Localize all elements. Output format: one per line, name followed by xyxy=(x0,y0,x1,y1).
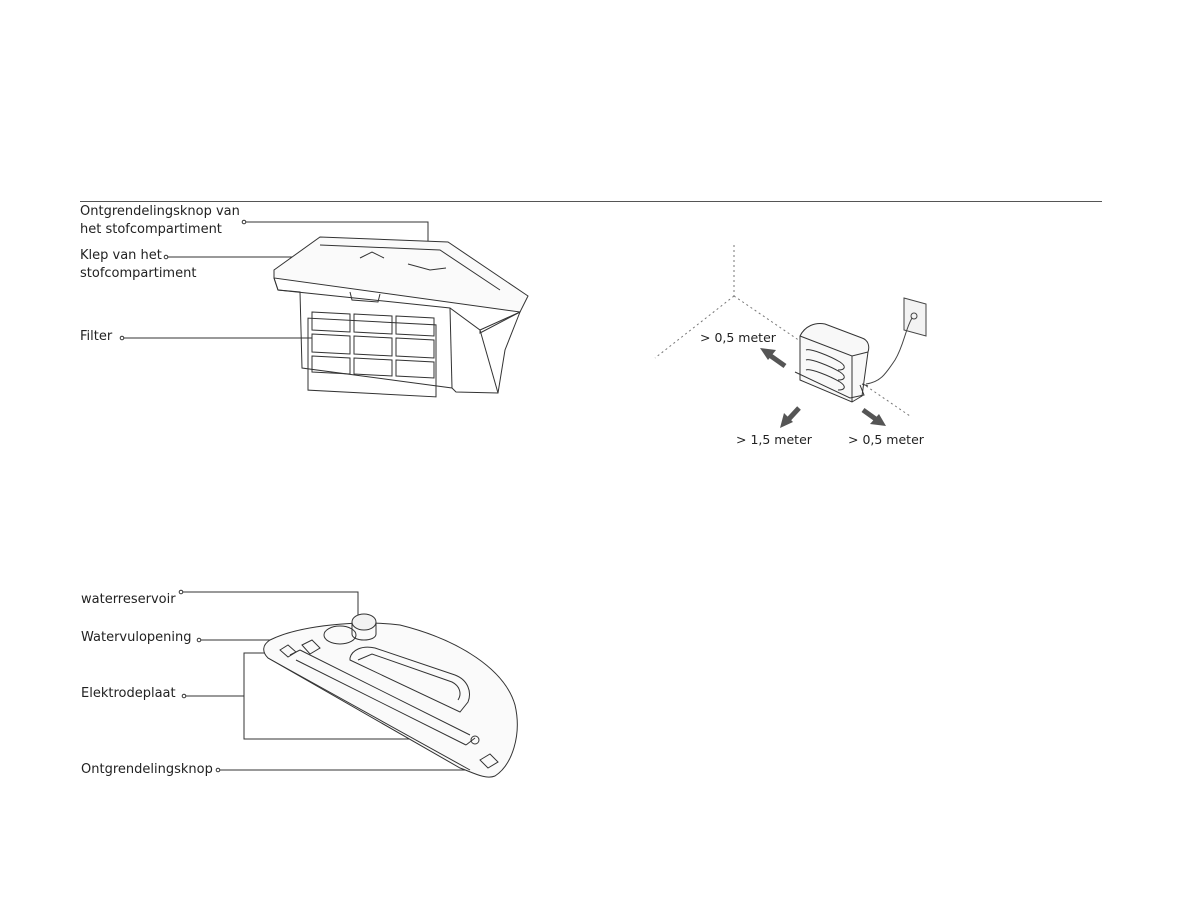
mop-module-illustration xyxy=(0,0,1191,907)
